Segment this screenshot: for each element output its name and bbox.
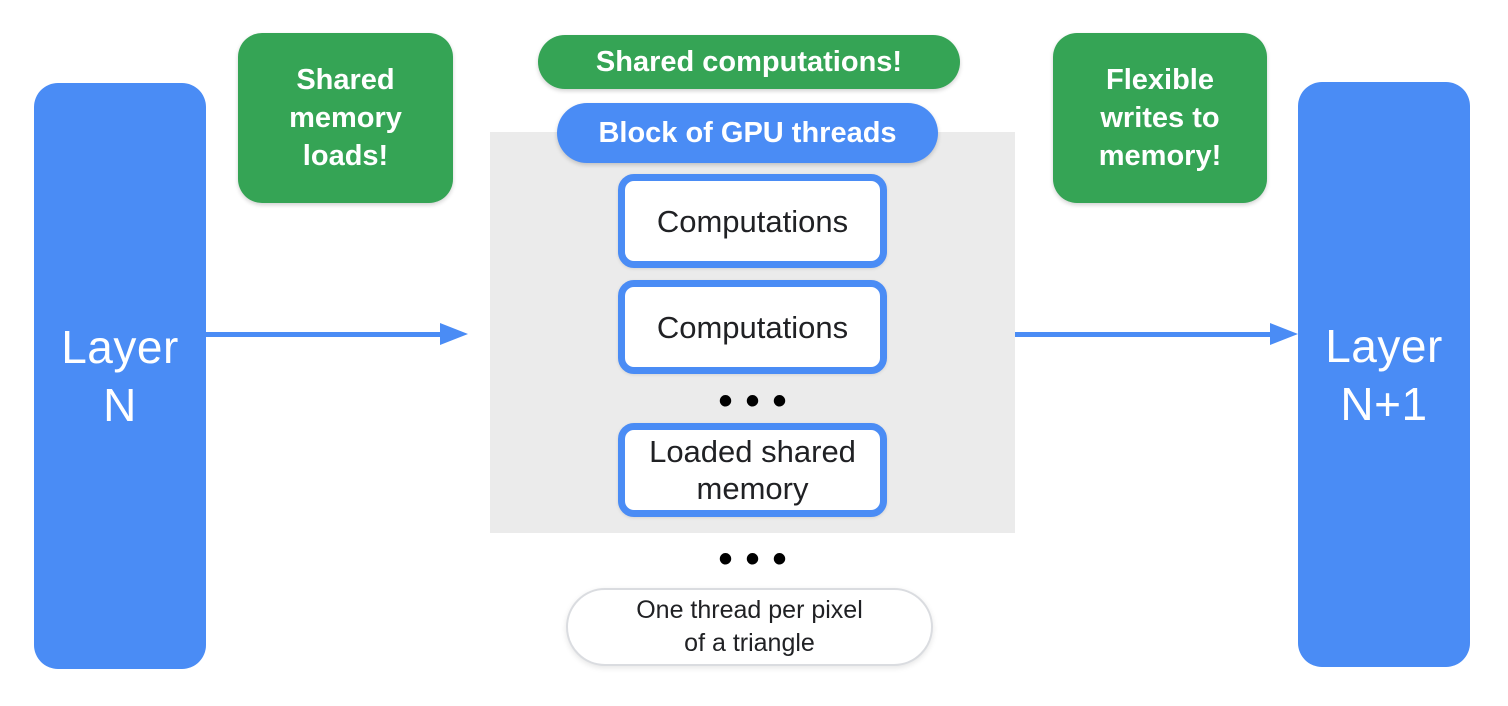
- layer-n-label-line1: Layer: [61, 321, 179, 373]
- layer-n-label-line2: N: [103, 379, 137, 431]
- callout-right-line2: writes to: [1100, 102, 1220, 134]
- arrow-right-icon: [440, 323, 468, 345]
- layer-n-box: Layer N: [34, 83, 206, 669]
- block-of-gpu-threads-pill: Block of GPU threads: [557, 103, 938, 163]
- arrow-right-icon: [1270, 323, 1298, 345]
- computations-box-2: Computations: [618, 280, 887, 374]
- ellipsis-dots-inner: •••: [718, 379, 800, 423]
- arrow-block-to-layer-n1-line: [1015, 332, 1271, 337]
- layer-n-plus-1-label-line1: Layer: [1325, 319, 1443, 372]
- callout-right-line3: memory!: [1098, 140, 1222, 172]
- shared-computations-pill: Shared computations!: [538, 35, 960, 89]
- computations-box-1: Computations: [618, 174, 887, 268]
- computations-box-1-label: Computations: [656, 203, 849, 239]
- callout-flexible-writes: Flexible writes to memory!: [1053, 33, 1267, 203]
- arrow-layer-n-to-block-line: [206, 332, 441, 337]
- layer-n-plus-1-box: Layer N+1: [1298, 82, 1470, 667]
- callout-left-line3: loads!: [302, 140, 389, 172]
- loaded-shared-memory-line1: Loaded shared: [649, 434, 856, 469]
- note-line1: One thread per pixel: [636, 596, 863, 624]
- loaded-shared-memory-box: Loaded shared memory: [618, 423, 887, 517]
- shared-computations-label: Shared computations!: [595, 45, 903, 78]
- layer-n-plus-1-label-line2: N+1: [1340, 377, 1428, 430]
- note-line2: of a triangle: [684, 629, 815, 657]
- block-of-gpu-threads-label: Block of GPU threads: [598, 116, 897, 149]
- callout-left-line1: Shared: [296, 64, 395, 96]
- ellipsis-dots-outer: •••: [718, 537, 800, 581]
- callout-right-line1: Flexible: [1106, 64, 1214, 96]
- one-thread-per-pixel-note: One thread per pixel of a triangle: [566, 588, 933, 666]
- loaded-shared-memory-line2: memory: [696, 471, 809, 506]
- callout-left-line2: memory: [289, 102, 402, 134]
- callout-shared-memory-loads: Shared memory loads!: [238, 33, 453, 203]
- computations-box-2-label: Computations: [656, 309, 849, 345]
